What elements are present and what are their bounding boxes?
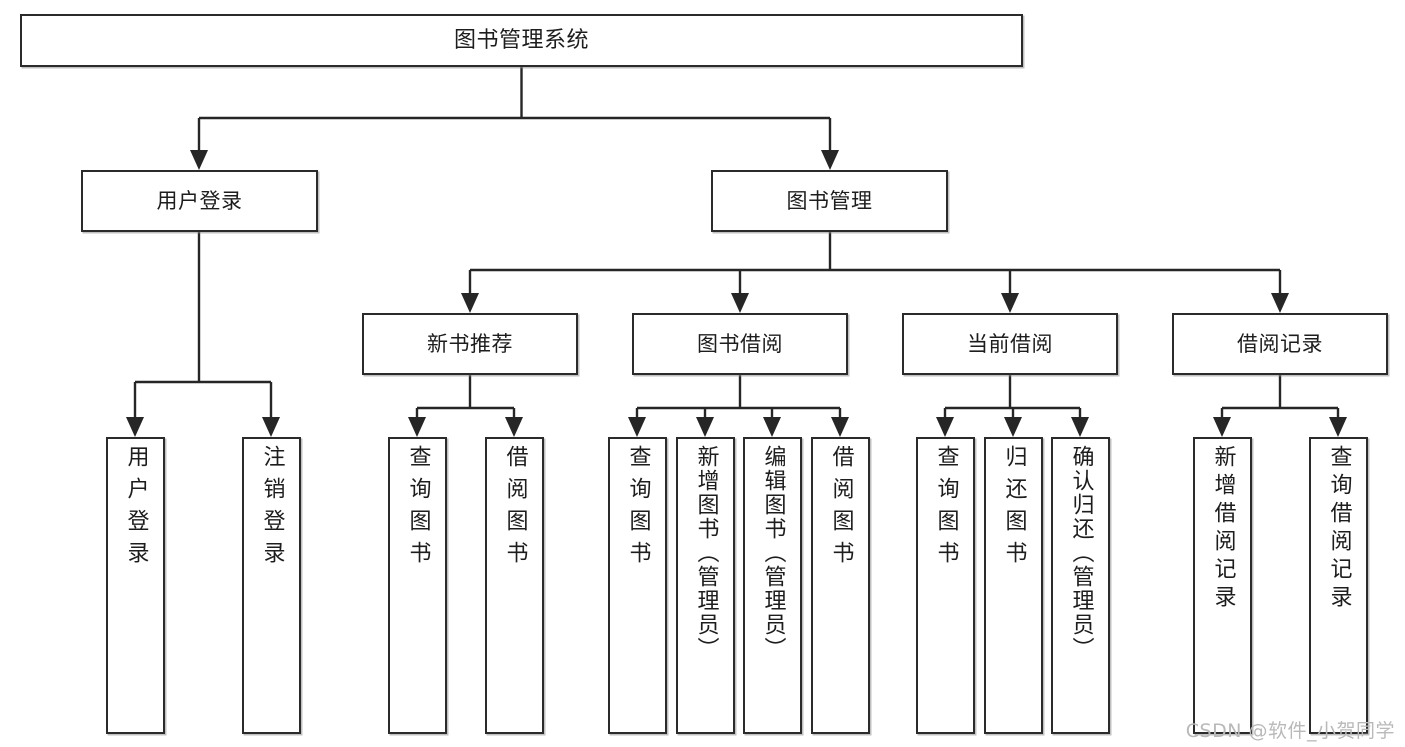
arrowhead-leaf-current-3 bbox=[1071, 417, 1089, 437]
node-current-borrow[interactable]: 当前借阅 bbox=[902, 313, 1118, 375]
node-label: 借阅图书 bbox=[828, 445, 854, 573]
node-label: 编辑图书（管理员） bbox=[760, 445, 786, 661]
leaf-borrow-record-query-record[interactable]: 查询借阅记录 bbox=[1309, 437, 1368, 734]
node-label: 用户登录 bbox=[156, 188, 243, 213]
node-label: 查询图书 bbox=[933, 445, 959, 573]
arrowhead-leaf-record-2 bbox=[1329, 417, 1347, 437]
arrowhead-leaf-user-1 bbox=[126, 417, 144, 437]
leaf-new-book-borrow-book[interactable]: 借阅图书 bbox=[485, 437, 544, 734]
node-label: 用户登录 bbox=[123, 445, 149, 573]
leaf-book-borrow-borrow-book[interactable]: 借阅图书 bbox=[811, 437, 870, 734]
arrowhead-leaf-current-1 bbox=[936, 417, 954, 437]
leaf-current-borrow-return-book[interactable]: 归还图书 bbox=[984, 437, 1043, 734]
arrowhead-leaf-record-1 bbox=[1213, 417, 1231, 437]
node-label: 图书借阅 bbox=[697, 331, 783, 356]
node-label: 图书管理 bbox=[786, 188, 873, 213]
arrowhead-user-login bbox=[190, 150, 208, 170]
arrowhead-leaf-current-2 bbox=[1004, 417, 1022, 437]
node-new-book-recommend[interactable]: 新书推荐 bbox=[362, 313, 578, 375]
node-label: 图书管理系统 bbox=[453, 27, 589, 53]
arrowhead-leaf-borrow-1 bbox=[628, 417, 646, 437]
node-label: 新增图书（管理员） bbox=[693, 445, 719, 661]
node-label: 确认归还（管理员） bbox=[1068, 445, 1094, 661]
node-book-borrow[interactable]: 图书借阅 bbox=[632, 313, 848, 375]
arrowhead-leaf-user-2 bbox=[262, 417, 280, 437]
node-label: 新增借阅记录 bbox=[1210, 445, 1236, 613]
arrowhead-leaf-borrow-4 bbox=[831, 417, 849, 437]
leaf-current-borrow-query-book[interactable]: 查询图书 bbox=[916, 437, 975, 734]
node-label: 查询图书 bbox=[625, 445, 651, 573]
leaf-current-borrow-confirm-return-admin[interactable]: 确认归还（管理员） bbox=[1051, 437, 1110, 734]
leaf-new-book-query-book[interactable]: 查询图书 bbox=[388, 437, 447, 734]
node-label: 借阅图书 bbox=[502, 445, 528, 573]
leaf-borrow-record-add-record[interactable]: 新增借阅记录 bbox=[1193, 437, 1252, 734]
node-label: 当前借阅 bbox=[967, 331, 1053, 356]
arrowhead-lvl3-3 bbox=[1001, 293, 1019, 313]
node-user-login[interactable]: 用户登录 bbox=[81, 170, 318, 232]
arrowhead-leaf-newbook-2 bbox=[505, 417, 523, 437]
node-label: 新书推荐 bbox=[427, 331, 513, 356]
node-label: 查询图书 bbox=[405, 445, 431, 573]
csdn-watermark: CSDN @软件_小贺同学 bbox=[1185, 720, 1395, 742]
arrowhead-lvl3-1 bbox=[461, 293, 479, 313]
node-label: 借阅记录 bbox=[1237, 331, 1323, 356]
node-label: 查询借阅记录 bbox=[1326, 445, 1352, 613]
node-root-system[interactable]: 图书管理系统 bbox=[20, 14, 1023, 67]
arrowhead-lvl3-2 bbox=[731, 293, 749, 313]
arrowhead-leaf-borrow-2 bbox=[696, 417, 714, 437]
leaf-user-login-logout[interactable]: 注销登录 bbox=[242, 437, 301, 734]
leaf-book-borrow-add-book-admin[interactable]: 新增图书（管理员） bbox=[676, 437, 735, 734]
arrowhead-leaf-borrow-3 bbox=[763, 417, 781, 437]
leaf-book-borrow-query-book[interactable]: 查询图书 bbox=[608, 437, 667, 734]
node-label: 注销登录 bbox=[259, 445, 285, 573]
arrowhead-book-manage bbox=[821, 150, 839, 170]
leaf-book-borrow-edit-book-admin[interactable]: 编辑图书（管理员） bbox=[743, 437, 802, 734]
node-borrow-record[interactable]: 借阅记录 bbox=[1172, 313, 1388, 375]
node-book-management[interactable]: 图书管理 bbox=[711, 170, 948, 232]
arrowhead-lvl3-4 bbox=[1271, 293, 1289, 313]
arrowhead-leaf-newbook-1 bbox=[408, 417, 426, 437]
node-label: 归还图书 bbox=[1001, 445, 1027, 573]
leaf-user-login-login[interactable]: 用户登录 bbox=[106, 437, 165, 734]
